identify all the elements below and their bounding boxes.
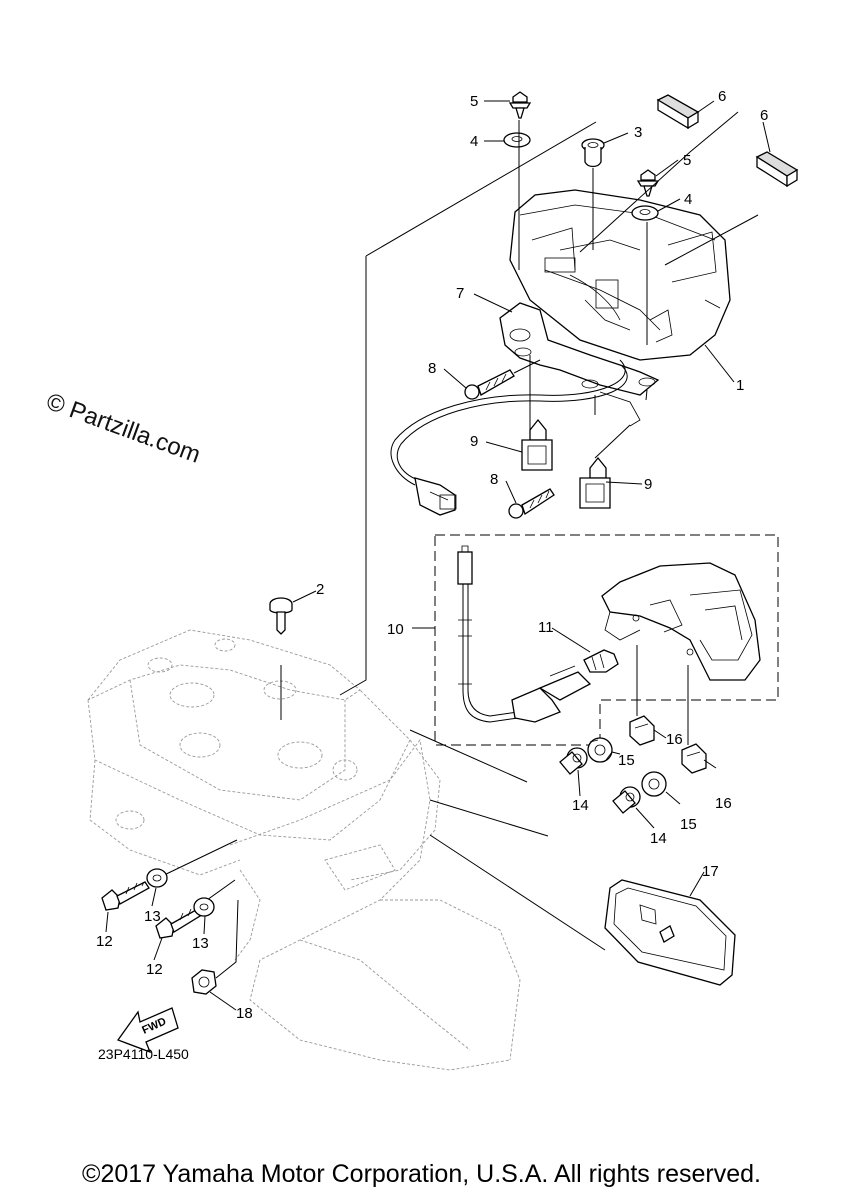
screw-8-upper[interactable] [464,359,541,400]
callout-6-top: 6 [718,88,726,105]
callout-8-lower: 8 [490,471,498,488]
copyright-notice: ©2017 Yamaha Motor Corporation, U.S.A. A… [82,1160,761,1188]
screw-8-lower[interactable] [508,488,555,519]
callout-8-upper: 8 [428,360,436,377]
grommet-15-upper[interactable] [587,737,613,763]
callout-4-top: 4 [470,133,478,150]
screw-2[interactable] [269,597,293,635]
callout-17: 17 [702,863,719,880]
kit-axis-lines [636,645,689,745]
clip-9-right[interactable] [579,456,611,509]
washer-13-lower[interactable] [193,897,215,917]
license-plate-pad-17[interactable] [604,879,736,986]
nut-16-lower[interactable] [681,743,707,774]
callout-18: 18 [236,1005,253,1022]
callout-3: 3 [634,124,642,141]
bracket[interactable] [499,302,660,427]
nut-16-upper[interactable] [629,715,655,746]
pad-6-right[interactable] [755,151,799,188]
collar-14-upper[interactable] [559,747,588,775]
rear-frame-ghost [87,629,521,1071]
washer-4-right[interactable] [631,205,659,221]
screw-axis-lines [518,111,759,459]
callout-12-lower: 12 [146,961,163,978]
callout-5-right: 5 [683,152,691,169]
callout-15-upper: 15 [618,752,635,769]
washer-4-top[interactable] [503,132,531,148]
license-light-housing[interactable] [601,562,761,681]
diagram-code: 23P4110-L450 [98,1046,189,1062]
forward-arrow-icon: FWD [116,1007,179,1054]
washer-13-upper[interactable] [146,868,168,888]
collar-14-lower[interactable] [612,786,641,814]
callout-numbers: 5 4 3 5 4 6 6 7 8 1 9 8 9 2 10 11 16 15 … [96,88,768,1022]
pad-6-top[interactable] [656,94,700,130]
screw-5-top[interactable] [508,91,532,119]
tail-light-assembly[interactable] [509,189,731,361]
bolt-12-lower[interactable] [155,908,201,939]
callout-16-upper: 16 [666,731,683,748]
callout-4-right: 4 [684,191,692,208]
callout-1: 1 [736,377,744,394]
screw-5-right[interactable] [636,169,660,197]
callout-15-lower: 15 [680,816,697,833]
callout-14-upper: 14 [572,797,589,814]
collar-3[interactable] [581,138,605,168]
leader-lines [105,100,771,1011]
callout-10: 10 [387,621,404,638]
callout-12-upper: 12 [96,933,113,950]
clip-9-left[interactable] [521,418,553,471]
nut-18[interactable] [191,969,217,995]
wire-harness [390,359,628,516]
callout-13-lower: 13 [192,935,209,952]
callout-5-top: 5 [470,93,478,110]
callout-14-lower: 14 [650,830,667,847]
bolt-12-upper[interactable] [101,881,150,911]
callout-7: 7 [456,285,464,302]
license-light-cable[interactable] [457,545,592,723]
callout-9-left: 9 [470,433,478,450]
bulb-11[interactable] [583,649,619,673]
callout-6-right: 6 [760,107,768,124]
grommet-15-lower[interactable] [641,771,667,797]
reference-lines [159,121,606,979]
callout-2: 2 [316,581,324,598]
callout-9-right: 9 [644,476,652,493]
callout-11: 11 [538,619,554,636]
callout-16-lower: 16 [715,795,732,812]
callout-13-upper: 13 [144,908,161,925]
